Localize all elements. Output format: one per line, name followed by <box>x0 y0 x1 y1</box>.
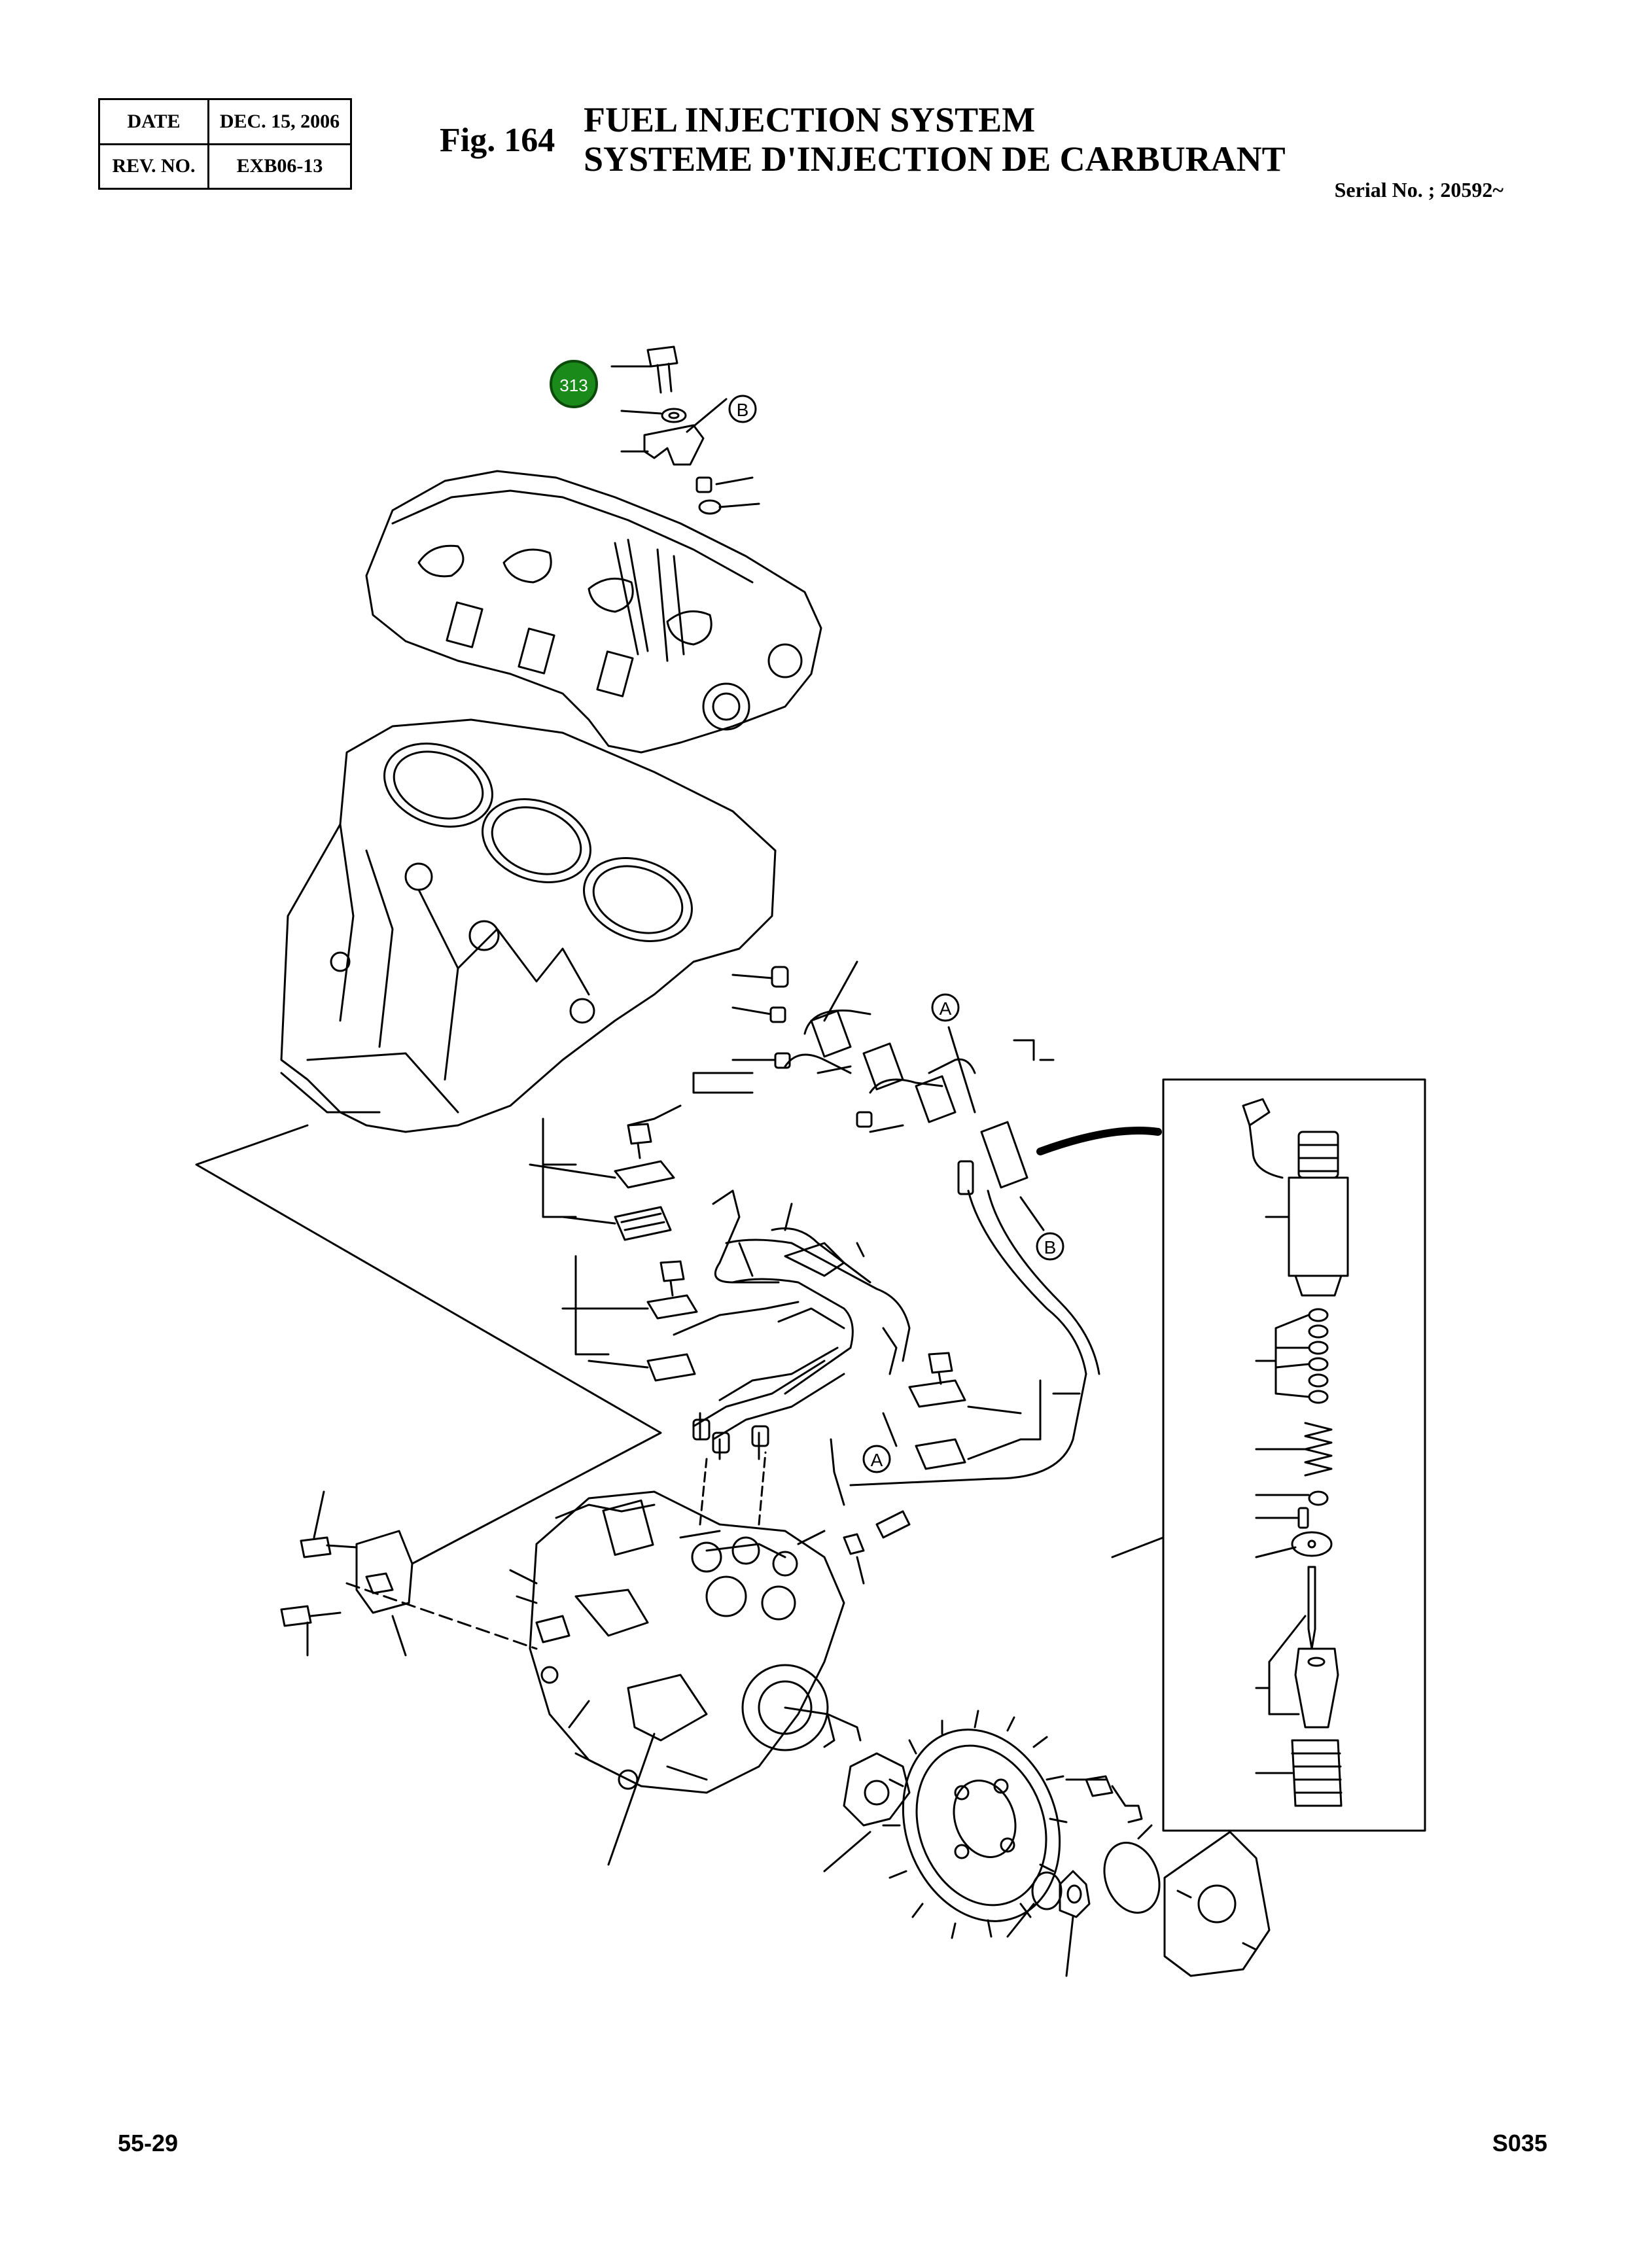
injection-pump <box>509 1490 862 1866</box>
title-english: FUEL INJECTION SYSTEM <box>584 100 1036 139</box>
ref-mark-b-top: B <box>737 400 749 420</box>
ref-mark-a-mid: A <box>940 998 952 1019</box>
section-code: S035 <box>1492 2130 1547 2156</box>
serial-number: Serial No. ; 20592~ <box>1334 178 1503 202</box>
pipe-clamps <box>529 1104 1081 1473</box>
gear <box>882 1710 1068 1939</box>
cylinder-block <box>280 718 777 1133</box>
figure-number: Fig. 164 <box>440 122 555 159</box>
nozzle-detail-box <box>1111 1078 1426 1832</box>
cylinder-head <box>365 470 822 754</box>
ref-mark-a-lower: A <box>871 1450 883 1470</box>
ref-mark-b-mid: B <box>1044 1237 1057 1257</box>
title-french: SYSTEME D'INJECTION DE CARBURANT <box>584 139 1286 179</box>
rev-label: REV. NO. <box>98 143 209 190</box>
date-label: DATE <box>98 98 209 145</box>
pump-drive-gear <box>823 1710 1271 1977</box>
callout-313-label: 313 <box>559 376 588 395</box>
pump-bracket-and-bolts <box>195 1124 767 1657</box>
shim-stack <box>1255 1308 1329 1404</box>
injection-nozzles-and-lines <box>692 960 1162 1486</box>
pump-misc-parts <box>830 1438 911 1585</box>
date-value: DEC. 15, 2006 <box>207 98 352 145</box>
revision-table: DATE DEC. 15, 2006 REV. NO. EXB06-13 <box>98 98 352 190</box>
nozzle-holder-clamp-parts <box>610 345 760 515</box>
page-number: 55-29 <box>118 2130 179 2156</box>
callout-313[interactable]: 313 <box>550 360 598 408</box>
rev-value: EXB06-13 <box>207 143 352 190</box>
